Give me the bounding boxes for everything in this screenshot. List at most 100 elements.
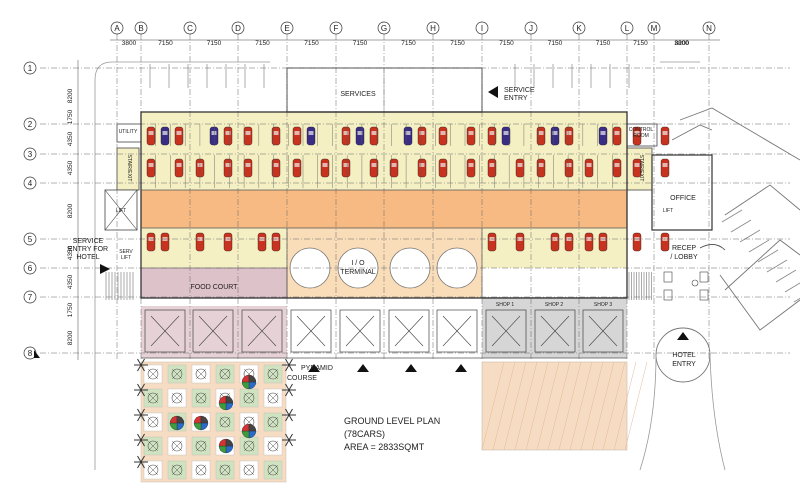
- paving-pattern: [613, 361, 637, 451]
- kiosk-cross: [345, 315, 375, 347]
- grid-column-label: B: [138, 24, 143, 33]
- tree-icon: [248, 445, 255, 452]
- car-icon: [243, 126, 253, 146]
- tree-icon: [267, 416, 279, 428]
- paving-pattern: [624, 361, 648, 451]
- parking-stripe: [721, 209, 743, 223]
- car-windshield: [343, 131, 349, 135]
- car-icon: [487, 158, 497, 178]
- palm-tree-icon: [137, 439, 142, 447]
- car-icon: [487, 126, 497, 146]
- car-windshield: [517, 237, 523, 241]
- hotel-service-entry-arrow-icon: [100, 264, 110, 274]
- tree-icon: [195, 464, 207, 476]
- car-icon: [660, 158, 670, 178]
- paving-pattern: [525, 361, 549, 451]
- car-icon: [550, 232, 560, 252]
- utility-label: UTILITY: [119, 129, 138, 135]
- tree-icon: [219, 416, 226, 423]
- grid-row-label: 5: [28, 235, 33, 244]
- kiosk-cross: [394, 315, 424, 347]
- hotel-service-entry-label: ENTRY FOR: [68, 246, 108, 253]
- palm-tree-icon: [137, 383, 142, 391]
- car-windshield: [566, 163, 572, 167]
- tree-icon: [152, 368, 159, 375]
- tree-icon: [171, 464, 178, 471]
- tree-icon: [267, 445, 274, 452]
- column-dimension: 7150: [158, 40, 173, 47]
- car-windshield: [468, 131, 474, 135]
- tree-icon: [272, 440, 279, 447]
- io-terminal-label: I / O: [351, 260, 365, 267]
- car-windshield: [489, 131, 495, 135]
- parking-stripe: [739, 229, 761, 243]
- palm-tree-icon: [140, 383, 145, 391]
- tree-icon: [219, 368, 226, 375]
- landscape-edge: [724, 184, 800, 216]
- car-windshield: [468, 163, 474, 167]
- palm-tree-icon: [288, 364, 293, 372]
- palm-tree-icon: [288, 383, 293, 391]
- kiosk-unit: [241, 309, 283, 353]
- car-windshield: [600, 131, 606, 135]
- paving-pattern: [503, 361, 527, 451]
- tree-icon: [200, 397, 207, 404]
- tree-icon: [267, 469, 274, 476]
- car-icon: [584, 232, 594, 252]
- north-marker-icon: [34, 350, 40, 358]
- grid-bubble-column: [231, 21, 245, 35]
- tree-icon: [200, 392, 207, 399]
- tree-icon: [219, 464, 231, 476]
- site-boundary: [94, 61, 270, 81]
- control-room-label: ROOM: [633, 133, 649, 139]
- tree-icon: [224, 416, 231, 423]
- car-icon: [584, 158, 594, 178]
- car-windshield: [225, 163, 231, 167]
- grid-bubble-column: [134, 21, 148, 35]
- car-windshield: [294, 163, 300, 167]
- io-terminal-label: TERMINAL: [340, 269, 376, 276]
- tree-icon: [147, 373, 154, 380]
- tree-icon: [147, 392, 154, 399]
- car-icon: [466, 158, 476, 178]
- tree-icon: [171, 368, 178, 375]
- row-dimension: 1750: [67, 109, 74, 124]
- parking-stripe: [730, 219, 752, 233]
- tree-icon: [200, 464, 207, 471]
- grid-bubble-row: [23, 61, 37, 75]
- umbrella-icon: [248, 374, 257, 383]
- grid-bubble-row: [23, 147, 37, 161]
- sofa-icon: [699, 271, 709, 283]
- row-dimension: 4350: [67, 131, 74, 146]
- paving-pattern: [514, 361, 538, 451]
- driveway-edge: [709, 354, 726, 471]
- grid-column-label: I: [481, 24, 483, 33]
- tree-icon: [248, 469, 255, 476]
- paving-pattern: [569, 361, 593, 451]
- car-windshield: [294, 131, 300, 135]
- kiosk-cross: [150, 315, 180, 347]
- car-icon: [660, 232, 670, 252]
- tree-icon: [243, 392, 250, 399]
- umbrella-icon: [176, 415, 185, 424]
- palm-tree-icon: [285, 414, 290, 422]
- car-icon: [195, 232, 205, 252]
- kiosk-cross: [296, 315, 326, 347]
- tree-icon: [272, 464, 279, 471]
- kiosk-cross: [442, 315, 472, 347]
- tree-icon: [176, 392, 183, 399]
- landscape-edge: [671, 124, 713, 141]
- row-dimension: 8200: [67, 88, 74, 103]
- tree-icon: [267, 373, 274, 380]
- tree-icon: [200, 373, 207, 380]
- food-court-label: FOOD COURT: [191, 284, 239, 291]
- grid-column-label: F: [334, 24, 339, 33]
- car-windshield: [176, 131, 182, 135]
- car-icon: [515, 158, 525, 178]
- grid-row-label: 6: [28, 264, 33, 273]
- column-dimension: 7150: [401, 40, 416, 47]
- tree-icon: [195, 464, 202, 471]
- palm-tree-icon: [285, 389, 290, 397]
- car-windshield: [662, 163, 668, 167]
